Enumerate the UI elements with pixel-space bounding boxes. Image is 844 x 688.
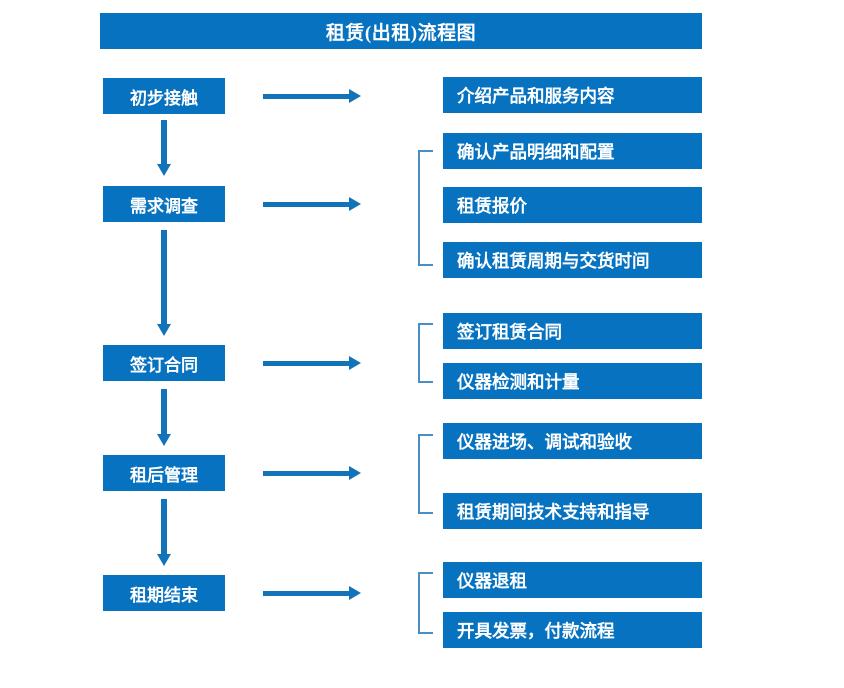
flow-arrow-down-4: [157, 499, 171, 566]
bracket-group-5: [418, 572, 433, 634]
branch-arrow-right-1: [263, 89, 361, 103]
arrow-head-down-icon: [157, 164, 171, 176]
bracket-group-4: [418, 434, 433, 514]
stage-box-1[interactable]: 初步接触: [103, 78, 225, 114]
arrow-shaft: [263, 361, 351, 366]
arrow-head-right-icon: [349, 197, 361, 211]
page-title: 租赁(出租)流程图: [100, 13, 702, 49]
arrow-head-right-icon: [349, 356, 361, 370]
detail-box-8[interactable]: 租赁期间技术支持和指导: [443, 493, 702, 529]
arrow-head-down-icon: [157, 554, 171, 566]
detail-box-5[interactable]: 签订租赁合同: [443, 313, 702, 349]
branch-arrow-right-3: [263, 356, 361, 370]
branch-arrow-right-4: [263, 466, 361, 480]
arrow-shaft: [161, 389, 167, 434]
arrow-shaft: [161, 230, 167, 324]
detail-box-6[interactable]: 仪器检测和计量: [443, 363, 702, 399]
branch-arrow-right-5: [263, 586, 361, 600]
arrow-head-down-icon: [157, 324, 171, 336]
stage-box-5[interactable]: 租期结束: [103, 575, 225, 611]
arrow-head-right-icon: [349, 586, 361, 600]
flow-arrow-down-1: [157, 120, 171, 176]
bracket-group-2: [418, 150, 433, 266]
detail-box-10[interactable]: 开具发票，付款流程: [443, 612, 702, 648]
arrow-shaft: [263, 471, 351, 476]
arrow-shaft: [263, 94, 351, 99]
arrow-shaft: [263, 202, 351, 207]
detail-box-3[interactable]: 租赁报价: [443, 187, 702, 223]
detail-box-1[interactable]: 介绍产品和服务内容: [443, 77, 702, 113]
arrow-head-down-icon: [157, 434, 171, 446]
arrow-shaft: [263, 591, 351, 596]
arrow-shaft: [161, 499, 167, 554]
arrow-head-right-icon: [349, 89, 361, 103]
detail-box-4[interactable]: 确认租赁周期与交货时间: [443, 242, 702, 278]
branch-arrow-right-2: [263, 197, 361, 211]
flow-arrow-down-2: [157, 230, 171, 336]
stage-box-3[interactable]: 签订合同: [103, 345, 225, 381]
detail-box-2[interactable]: 确认产品明细和配置: [443, 133, 702, 169]
stage-box-2[interactable]: 需求调查: [103, 186, 225, 222]
stage-box-4[interactable]: 租后管理: [103, 455, 225, 491]
detail-box-7[interactable]: 仪器进场、调试和验收: [443, 423, 702, 459]
detail-box-9[interactable]: 仪器退租: [443, 562, 702, 598]
arrow-shaft: [161, 120, 167, 164]
arrow-head-right-icon: [349, 466, 361, 480]
bracket-group-3: [418, 323, 433, 383]
flow-arrow-down-3: [157, 389, 171, 446]
